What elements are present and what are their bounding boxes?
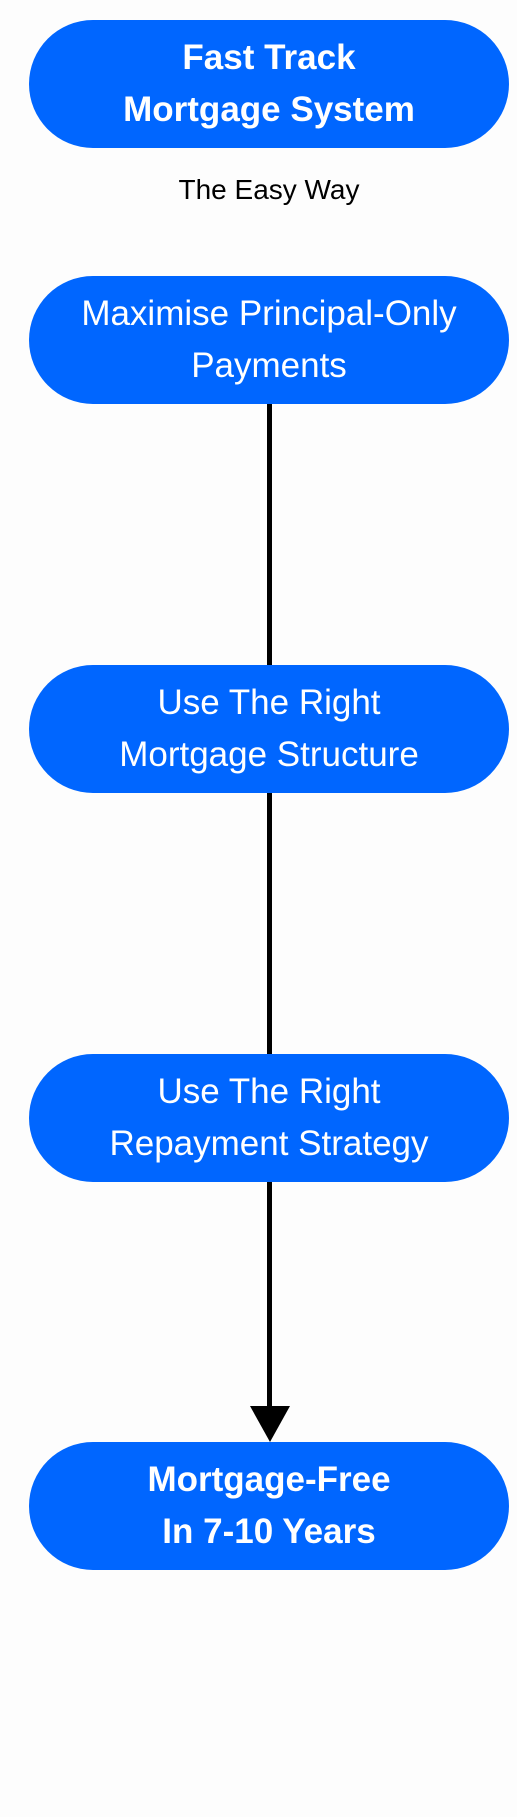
title-node: Fast Track Mortgage System — [29, 20, 509, 148]
step-node-line-1: Maximise Principal-Only — [81, 294, 457, 333]
outcome-node-line-1: Mortgage-Free — [147, 1460, 391, 1499]
step-node-line-2: Repayment Strategy — [109, 1124, 429, 1163]
outcome-node-line-2: In 7-10 Years — [162, 1512, 376, 1551]
outcome-node: Mortgage-Free In 7-10 Years — [29, 1442, 509, 1570]
step-node-line-1: Use The Right — [157, 1072, 381, 1111]
step-node-mortgage-structure: Use The Right Mortgage Structure — [29, 665, 509, 793]
step-node-repayment-strategy: Use The Right Repayment Strategy — [29, 1054, 509, 1182]
step-node-line-2: Payments — [191, 346, 347, 385]
connector-line — [267, 791, 272, 1056]
connector-line — [267, 402, 272, 667]
title-node-line-2: Mortgage System — [123, 90, 415, 129]
arrow-down-icon — [250, 1406, 290, 1442]
step-node-line-1: Use The Right — [157, 683, 381, 722]
step-node-principal-payments: Maximise Principal-Only Payments — [29, 276, 509, 404]
subtitle: The Easy Way — [178, 174, 360, 205]
step-node-line-2: Mortgage Structure — [119, 735, 419, 774]
connector-arrow-line — [267, 1180, 272, 1408]
title-node-line-1: Fast Track — [182, 38, 356, 77]
